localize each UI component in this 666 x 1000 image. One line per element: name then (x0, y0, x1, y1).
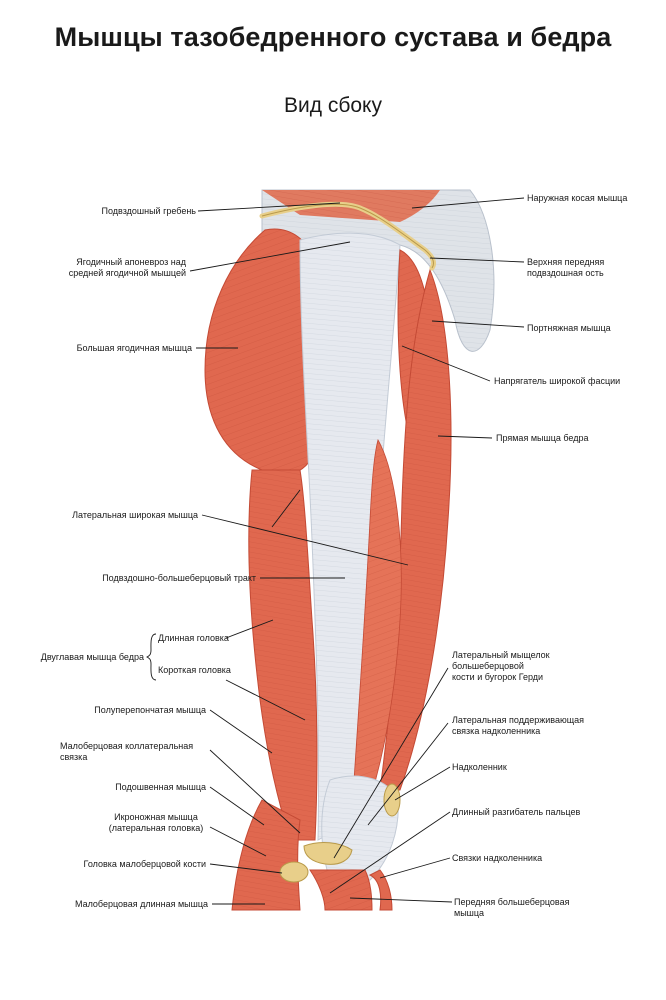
labels-right: Наружная косая мышца Верхняя передняя по… (452, 193, 627, 918)
label-biceps-femoris: Двуглавая мышца бедра (41, 652, 144, 662)
label-lateral-condyle-2: большеберцовой (452, 661, 524, 671)
label-fibula-head: Головка малоберцовой кости (84, 859, 206, 869)
labels-left: Подвздошный гребень Ягодичный апоневроз … (41, 206, 256, 909)
label-lateral-condyle-3: кости и бугорок Герди (452, 672, 543, 682)
label-vastus-lateralis: Латеральная широкая мышца (72, 510, 198, 520)
label-gluteal-aponeurosis-2: средней ягодичной мышцей (69, 268, 186, 278)
label-long-head: Длинная головка (158, 633, 229, 643)
label-external-oblique: Наружная косая мышца (527, 193, 627, 203)
label-tibialis-anterior: Передняя большеберцовая (454, 897, 570, 907)
label-fibular-collateral: Малоберцовая коллатеральная (60, 741, 193, 751)
label-lateral-retinaculum: Латеральная поддерживающая (452, 715, 584, 725)
label-fibular-collateral-2: связка (60, 752, 87, 762)
label-lateral-condyle: Латеральный мыщелок (452, 650, 550, 660)
patella-bone (383, 783, 401, 817)
label-lateral-retinaculum-2: связка надколенника (452, 726, 540, 736)
label-plantaris: Подошвенная мышца (115, 782, 206, 792)
label-semimembranosus: Полуперепончатая мышца (94, 705, 206, 715)
label-gastrocnemius-2: (латеральная головка) (109, 823, 204, 833)
label-tensor-fasciae-latae: Напрягатель широкой фасции (494, 376, 620, 386)
label-peroneus-longus: Малоберцовая длинная мышца (75, 899, 208, 909)
thigh-illustration (204, 189, 495, 911)
tibialis-anterior-muscle (368, 869, 393, 911)
label-iliac-crest: Подвздошный гребень (102, 206, 197, 216)
label-patellar-ligaments: Связки надколенника (452, 853, 542, 863)
label-tibialis-anterior-2: мышца (454, 908, 484, 918)
tibia-condyle-bone (303, 842, 353, 865)
label-extensor-digitorum: Длинный разгибатель пальцев (452, 807, 580, 817)
label-asis-2: подвздошная ость (527, 268, 604, 278)
leader-lines (189, 197, 525, 905)
label-short-head: Короткая головка (158, 665, 231, 675)
label-gastrocnemius: Икроножная мышца (114, 812, 198, 822)
page-subtitle: Вид сбоку (284, 94, 382, 117)
fibula-head-bone (279, 861, 309, 883)
label-sartorius: Портняжная мышца (527, 323, 611, 333)
label-asis: Верхняя передняя (527, 257, 604, 267)
label-iliotibial-tract: Подвздошно-большеберцовый тракт (102, 573, 256, 583)
biceps-bracket (145, 633, 157, 681)
label-gluteal-aponeurosis: Ягодичный апоневроз над (76, 257, 186, 267)
page-title: Мышцы тазобедренного сустава и бедра (54, 22, 612, 52)
label-patella: Надколенник (452, 762, 507, 772)
label-rectus-femoris: Прямая мышца бедра (496, 433, 588, 443)
label-gluteus-maximus: Большая ягодичная мышца (77, 343, 192, 353)
